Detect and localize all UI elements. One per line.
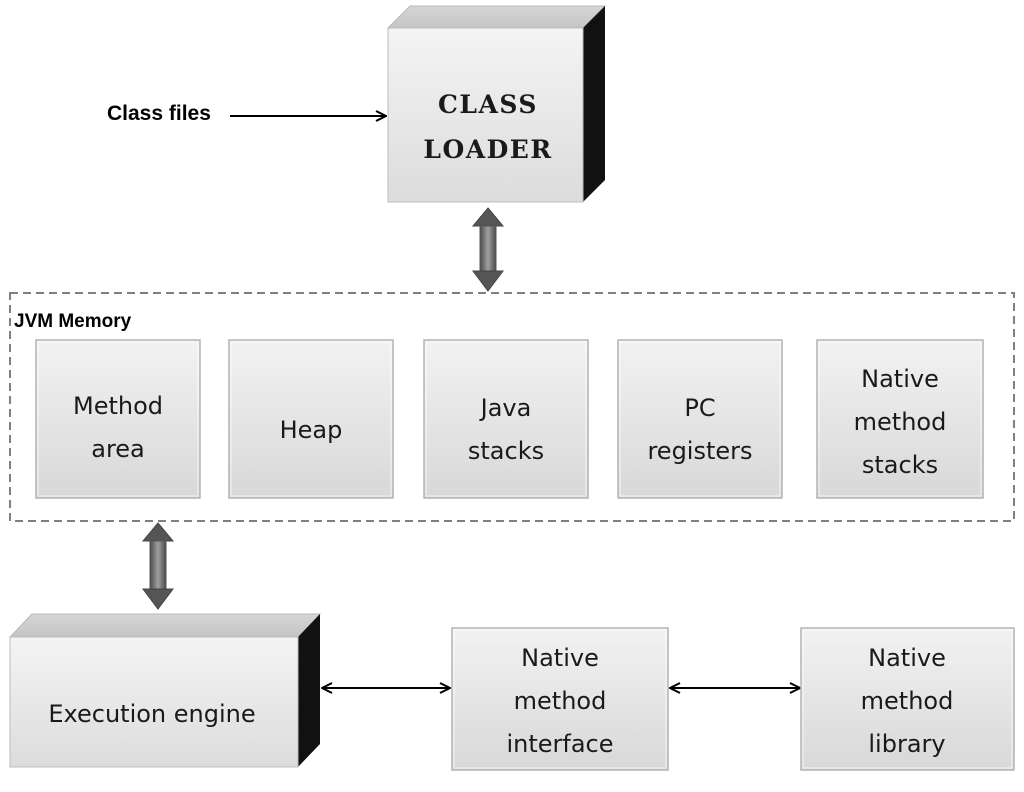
heap-box: Heap: [228, 339, 394, 499]
execution-engine-label: Execution engine: [48, 700, 255, 728]
method-area-line1: Method: [73, 392, 163, 420]
native-method-library-box: Native method library: [800, 627, 1015, 771]
class-loader-box: CLASS LOADER: [386, 5, 607, 203]
native-method-stacks-line3: stacks: [862, 451, 938, 479]
jvm-memory-title: JVM Memory: [14, 311, 132, 332]
native-library-line3: library: [868, 730, 945, 758]
native-interface-line2: method: [514, 687, 607, 715]
native-library-line2: method: [861, 687, 954, 715]
pc-registers-line1: PC: [684, 394, 715, 422]
java-stacks-box: Java stacks: [423, 339, 589, 499]
native-interface-line1: Native: [521, 644, 599, 672]
method-area-line2: area: [91, 435, 145, 463]
java-stacks-line1: Java: [479, 394, 532, 422]
pc-registers-line2: registers: [647, 437, 752, 465]
execution-engine-box: Execution engine: [8, 613, 322, 768]
pc-registers-box: PC registers: [617, 339, 783, 499]
class-loader-line2: LOADER: [423, 135, 552, 164]
native-method-stacks-line1: Native: [861, 365, 939, 393]
java-stacks-line2: stacks: [468, 437, 544, 465]
method-area-box: Method area: [35, 339, 201, 499]
native-method-stacks-line2: method: [854, 408, 947, 436]
native-interface-line3: interface: [506, 730, 613, 758]
jvm-memory-container: [9, 292, 1015, 522]
native-library-line1: Native: [868, 644, 946, 672]
class-loader-line1: CLASS: [438, 90, 538, 119]
heap-label: Heap: [280, 416, 343, 444]
memory-engine-arrow: [141, 522, 175, 610]
class-files-label: Class files: [107, 102, 211, 125]
native-method-interface-box: Native method interface: [451, 627, 669, 771]
native-method-stacks-box: Native method stacks: [816, 339, 984, 499]
loader-memory-arrow: [471, 207, 505, 292]
